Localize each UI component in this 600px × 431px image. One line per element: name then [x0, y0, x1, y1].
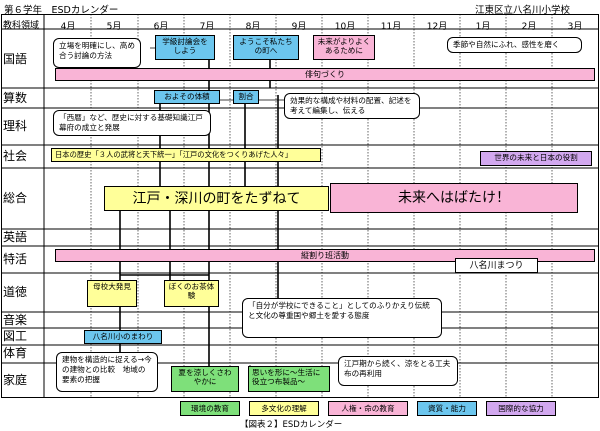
box-wariai: 割合 — [233, 90, 259, 104]
box-edo-fukagawa: 江戸・深川の町をたずねて — [104, 186, 329, 211]
legend-jinken: 人権・命の教育 — [328, 401, 408, 416]
subject-sogo: 総合 — [3, 191, 28, 205]
box-mirai-yoku: 未来がよりよくあるために — [313, 35, 375, 60]
box-bokou: 母校大発見 — [87, 280, 137, 307]
month-1: 1月 — [475, 22, 491, 32]
month-6: 6月 — [153, 22, 169, 32]
legend-tabunka: 多文化の理解 — [249, 401, 319, 416]
calendar-title: 第６学年 ESDカレンダー — [4, 5, 119, 16]
box-natsu: 夏を涼しくさわやかに — [171, 366, 239, 392]
subject-rika: 理科 — [3, 119, 28, 133]
subject-shakai: 社会 — [3, 149, 28, 163]
box-nihon-rekishi: 日本の歴史「３人の武将と天下統一」「江戸の文化をつくりあげた人々」 — [51, 148, 321, 162]
month-7: 7月 — [199, 22, 215, 32]
month-12: 12月 — [426, 22, 448, 32]
callout-edoki: 江戸期から続く、涼をとる工夫布の再利用 — [338, 356, 458, 386]
box-mirai-habatake: 未来へはばたけ！ — [330, 183, 578, 213]
month-8: 8月 — [245, 22, 261, 32]
bar-haiku: 俳句づくり — [55, 68, 595, 81]
callout-kokugo-toron: 立場を明確にし、高め合う討論の方法 — [53, 38, 141, 68]
box-omoi: 思いを形に～生活に役立つ布製品～ — [248, 366, 330, 392]
box-yanagawa-matsuri: 八名川まつり — [455, 258, 538, 273]
month-10: 10月 — [334, 22, 356, 32]
corner-label: 教科領域 — [3, 21, 40, 31]
legend-shishitsu: 資質・能力 — [417, 401, 477, 416]
month-2: 2月 — [521, 22, 537, 32]
figure-caption: 【図表２】ESDカレンダー — [240, 420, 343, 430]
month-5: 5月 — [106, 22, 122, 32]
subject-sansu: 算数 — [3, 91, 28, 105]
subject-zuko: 図工 — [3, 329, 28, 343]
subject-dotoku: 道徳 — [3, 285, 28, 299]
box-youkoso: ようこそ私たちの町へ — [233, 35, 299, 60]
subject-katei: 家庭 — [3, 373, 28, 387]
subject-tokkatsu: 特活 — [3, 252, 28, 266]
box-oyoso: およその体積 — [154, 90, 220, 104]
month-3: 3月 — [567, 22, 583, 32]
month-4: 4月 — [60, 22, 76, 32]
callout-kisetsu: 季節や自然にふれ、感性を磨く — [447, 37, 582, 53]
subject-kokugo: 国語 — [3, 52, 28, 66]
box-gakkyu-toronkai: 学級討論会をしよう — [155, 35, 215, 60]
month-11: 11月 — [380, 22, 402, 32]
subject-eigo: 英語 — [3, 230, 28, 244]
callout-tatemono: 建物を構造的に捉える→今の建物との比較 地域の要素の把握 — [56, 352, 158, 392]
box-sekai-mirai: 世界の未来と日本の役割 — [480, 151, 592, 166]
school-name: 江東区立八名川小学校 — [475, 5, 571, 16]
callout-jibun: 「自分が学校にできること」としてのふりかえり伝統と文化の尊重国や郷土を愛する態度 — [242, 298, 442, 338]
subject-taiiku: 体育 — [3, 346, 28, 360]
callout-seireki: 「西暦」など、歴史に対する基礎知識江戸幕府の成立と発展 — [53, 110, 211, 136]
subject-ongaku: 音楽 — [3, 313, 28, 327]
callout-kousei: 効果的な構成や材料の配置、記述を考えて編集し、伝える — [284, 93, 420, 119]
box-yanagawa-mawari: 八名川小のまわり — [84, 330, 162, 344]
legend-kankyo: 環境の教育 — [180, 401, 240, 416]
month-9: 9月 — [291, 22, 307, 32]
legend-kokusai: 国際的な協力 — [486, 401, 556, 416]
box-ocha: ぼくのお茶体験 — [164, 280, 219, 307]
